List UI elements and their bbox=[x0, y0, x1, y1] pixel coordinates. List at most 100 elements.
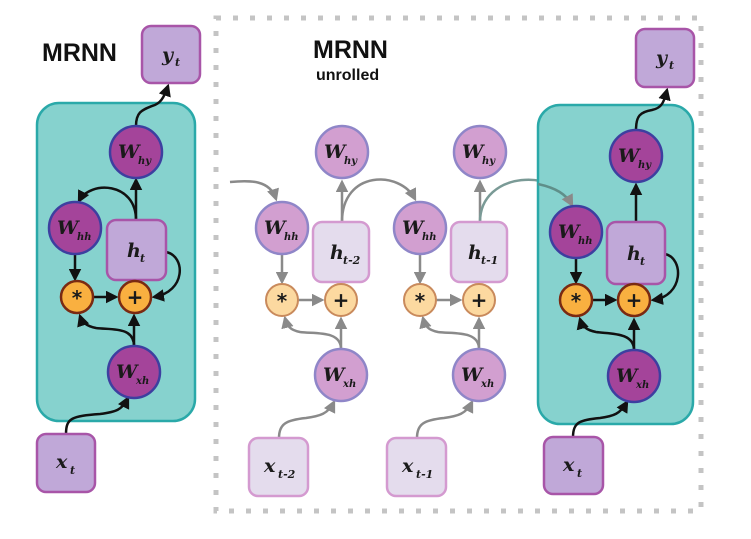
input-xt-box: x t bbox=[542, 435, 605, 496]
svg-text:t-2: t-2 bbox=[343, 254, 361, 267]
svg-text:W: W bbox=[116, 361, 139, 383]
svg-text:hy: hy bbox=[344, 156, 358, 167]
arrow-wxh-to-mult bbox=[576, 316, 636, 351]
svg-text:*: * bbox=[415, 289, 426, 313]
folded-title: MRNN bbox=[42, 39, 117, 67]
arrow-wxh-to-mult bbox=[77, 313, 136, 347]
unrolled-step-t-2: W hy W hh h t-2 * + W xh x t-2 bbox=[229, 124, 417, 498]
svg-text:W: W bbox=[461, 364, 484, 386]
svg-text:hh: hh bbox=[284, 232, 299, 243]
svg-text:y: y bbox=[161, 44, 175, 66]
svg-text:W: W bbox=[323, 364, 346, 386]
multiply-op-node: * bbox=[403, 283, 437, 317]
svg-text:+: + bbox=[471, 288, 488, 312]
multiply-op-node: * bbox=[59, 279, 95, 315]
svg-text:*: * bbox=[277, 289, 288, 313]
svg-text:hh: hh bbox=[422, 232, 437, 243]
svg-text:xh: xh bbox=[135, 376, 149, 387]
weight-whh-node: W hh bbox=[548, 204, 604, 260]
arrow-xt-to-wxh bbox=[571, 399, 629, 438]
svg-text:h: h bbox=[627, 243, 641, 265]
svg-text:+: + bbox=[333, 288, 350, 312]
svg-text:t: t bbox=[640, 255, 645, 268]
svg-text:*: * bbox=[571, 289, 582, 313]
arrow-xt-to-wxh bbox=[64, 395, 130, 435]
add-op-node: + bbox=[616, 282, 652, 318]
arrow-incoming-hidden bbox=[229, 179, 279, 202]
weight-wxh-node: W xh bbox=[451, 347, 507, 403]
svg-text:xh: xh bbox=[635, 380, 649, 391]
svg-text:t: t bbox=[669, 59, 674, 72]
svg-text:x: x bbox=[562, 454, 575, 476]
svg-text:x: x bbox=[263, 455, 276, 477]
svg-text:W: W bbox=[402, 217, 425, 239]
input-xt-2-box: x t-2 bbox=[247, 436, 310, 498]
arrow-ht-loop-to-add bbox=[151, 250, 181, 302]
svg-text:W: W bbox=[264, 217, 287, 239]
svg-text:x: x bbox=[55, 451, 68, 473]
hidden-ht-2-box: h t-2 bbox=[311, 220, 371, 284]
svg-text:W: W bbox=[324, 141, 347, 163]
weight-wxh-node: W xh bbox=[106, 344, 162, 400]
svg-text:hh: hh bbox=[578, 236, 593, 247]
svg-text:x: x bbox=[401, 455, 414, 477]
svg-text:t-1: t-1 bbox=[481, 254, 498, 267]
arrow-x-to-wxh bbox=[277, 399, 336, 439]
svg-text:hy: hy bbox=[138, 156, 152, 167]
svg-text:t: t bbox=[140, 252, 145, 265]
svg-text:hh: hh bbox=[77, 232, 92, 243]
svg-text:hy: hy bbox=[482, 156, 496, 167]
output-yt-box: y t bbox=[634, 27, 696, 89]
multiply-op-node: * bbox=[558, 282, 594, 318]
add-op-node: + bbox=[462, 283, 496, 317]
weight-wxh-node: W xh bbox=[606, 348, 662, 404]
arrow-ht-loop-to-add bbox=[650, 252, 680, 305]
svg-text:xh: xh bbox=[342, 379, 356, 390]
svg-text:h: h bbox=[127, 240, 141, 262]
unrolled-section-border bbox=[213, 15, 704, 514]
svg-text:W: W bbox=[462, 141, 485, 163]
svg-text:t: t bbox=[175, 56, 180, 69]
unrolled-title: MRNN bbox=[313, 36, 388, 64]
input-xt-1-box: x t-1 bbox=[385, 436, 448, 498]
svg-text:W: W bbox=[558, 221, 581, 243]
weight-why-node: W hy bbox=[108, 124, 164, 180]
svg-text:t-2: t-2 bbox=[278, 468, 296, 481]
svg-text:y: y bbox=[655, 47, 669, 69]
svg-text:W: W bbox=[118, 141, 141, 163]
hidden-ht-box: h t bbox=[105, 218, 168, 282]
hidden-ht-1-box: h t-1 bbox=[449, 220, 509, 284]
unrolled-step-t: y t W hy W hh h t * + W xh bbox=[536, 27, 696, 496]
svg-text:h: h bbox=[468, 242, 482, 264]
svg-text:+: + bbox=[127, 285, 144, 309]
svg-text:+: + bbox=[626, 288, 643, 312]
add-op-node: + bbox=[324, 283, 358, 317]
svg-text:W: W bbox=[616, 365, 639, 387]
svg-text:t: t bbox=[70, 464, 75, 477]
weight-why-node: W hy bbox=[314, 124, 370, 180]
arrow-ht-to-whh bbox=[77, 186, 138, 221]
svg-text:t: t bbox=[577, 467, 582, 480]
multiply-op-node: * bbox=[265, 283, 299, 317]
svg-text:t-1: t-1 bbox=[416, 468, 433, 481]
add-op-node: + bbox=[117, 279, 153, 315]
input-xt-box: x t bbox=[35, 432, 97, 494]
unrolled-subtitle: unrolled bbox=[316, 67, 379, 84]
svg-text:*: * bbox=[72, 286, 83, 310]
svg-text:W: W bbox=[57, 217, 80, 239]
arrow-wxh-to-mult bbox=[281, 315, 343, 350]
hidden-ht-box: h t bbox=[605, 220, 667, 286]
arrow-x-to-wxh bbox=[415, 399, 474, 439]
weight-whh-node: W hh bbox=[254, 200, 310, 256]
weight-whh-node: W hh bbox=[392, 200, 448, 256]
folded-cell: y t W hy W hh h t * + bbox=[35, 24, 202, 494]
arrow-h-to-next-whh bbox=[340, 178, 417, 223]
arrow-wxh-to-mult bbox=[419, 315, 481, 350]
weight-why-node: W hy bbox=[452, 124, 508, 180]
output-yt-box: y t bbox=[140, 24, 202, 85]
svg-text:hy: hy bbox=[638, 160, 652, 171]
arrow-incoming-hidden bbox=[537, 182, 574, 208]
weight-whh-node: W hh bbox=[47, 200, 103, 256]
svg-text:h: h bbox=[330, 242, 344, 264]
